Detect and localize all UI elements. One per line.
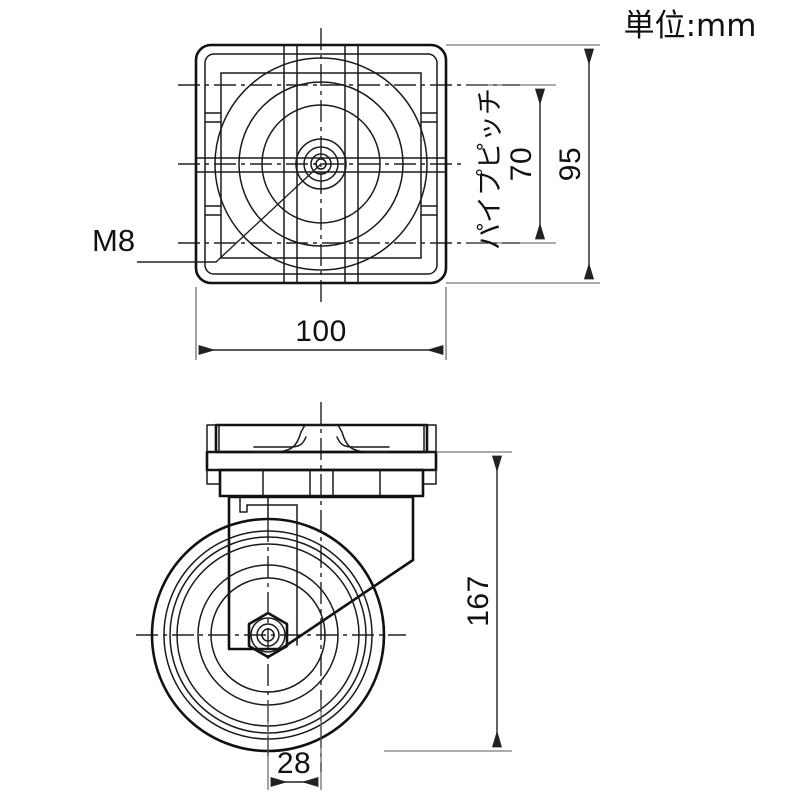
dim28-value: 28 (277, 747, 311, 780)
raceway-mid-circle (238, 81, 404, 247)
swivel-dome-profile (253, 424, 390, 453)
pipe-pitch-label: パイプピッチ (475, 88, 506, 250)
dimension-70-pipe-pitch: 70 パイプピッチ (466, 84, 556, 250)
dimension-28: 28 (267, 700, 322, 790)
mount-plate-tab-right (423, 424, 437, 453)
fork-notch-detail (239, 496, 248, 513)
bolt-head-circle (303, 146, 339, 182)
mount-plate-tab-left-lower (206, 469, 221, 485)
dim70-value: 70 (505, 147, 538, 181)
bolt-thread-circle (310, 153, 332, 175)
raceway-outer-circle (214, 57, 428, 271)
m8-leader-line (137, 163, 322, 263)
axle-hex-nut (247, 611, 289, 659)
dimension-167: 167 (384, 451, 512, 752)
bolt-boss-circle (295, 138, 347, 190)
axle-bolt-circle (256, 623, 280, 647)
mount-plate-tab-right-lower (422, 469, 437, 485)
plate-internal-features (196, 45, 446, 283)
top-view-plate: M8 100 70 パイプピッチ 95 (92, 28, 600, 360)
mount-plate-assembly (205, 423, 438, 498)
dim95-value: 95 (554, 147, 587, 181)
plate-outline (194, 43, 448, 285)
axle-washer-circle (250, 617, 286, 653)
plate-inner-border (204, 53, 438, 275)
wheel-hub-inner (210, 577, 326, 693)
axle-core-circle (261, 628, 275, 642)
mount-plate-tab-left (206, 424, 220, 453)
swivel-dome-inner-left (253, 436, 307, 448)
dimension-100: 100 (195, 287, 447, 360)
raceway-inner-circle (261, 104, 381, 224)
dim100-value: 100 (295, 315, 347, 348)
m8-callout-label: M8 (92, 223, 135, 258)
swivel-dome-inner-right (336, 436, 390, 448)
dimension-95: 95 (446, 44, 600, 284)
m8-callout: M8 (92, 163, 322, 263)
bolt-core-circle (315, 158, 327, 170)
unit-title: 単位:mm (624, 8, 757, 44)
side-view-caster: 167 28 (136, 402, 512, 790)
dim167-value: 167 (462, 575, 495, 627)
